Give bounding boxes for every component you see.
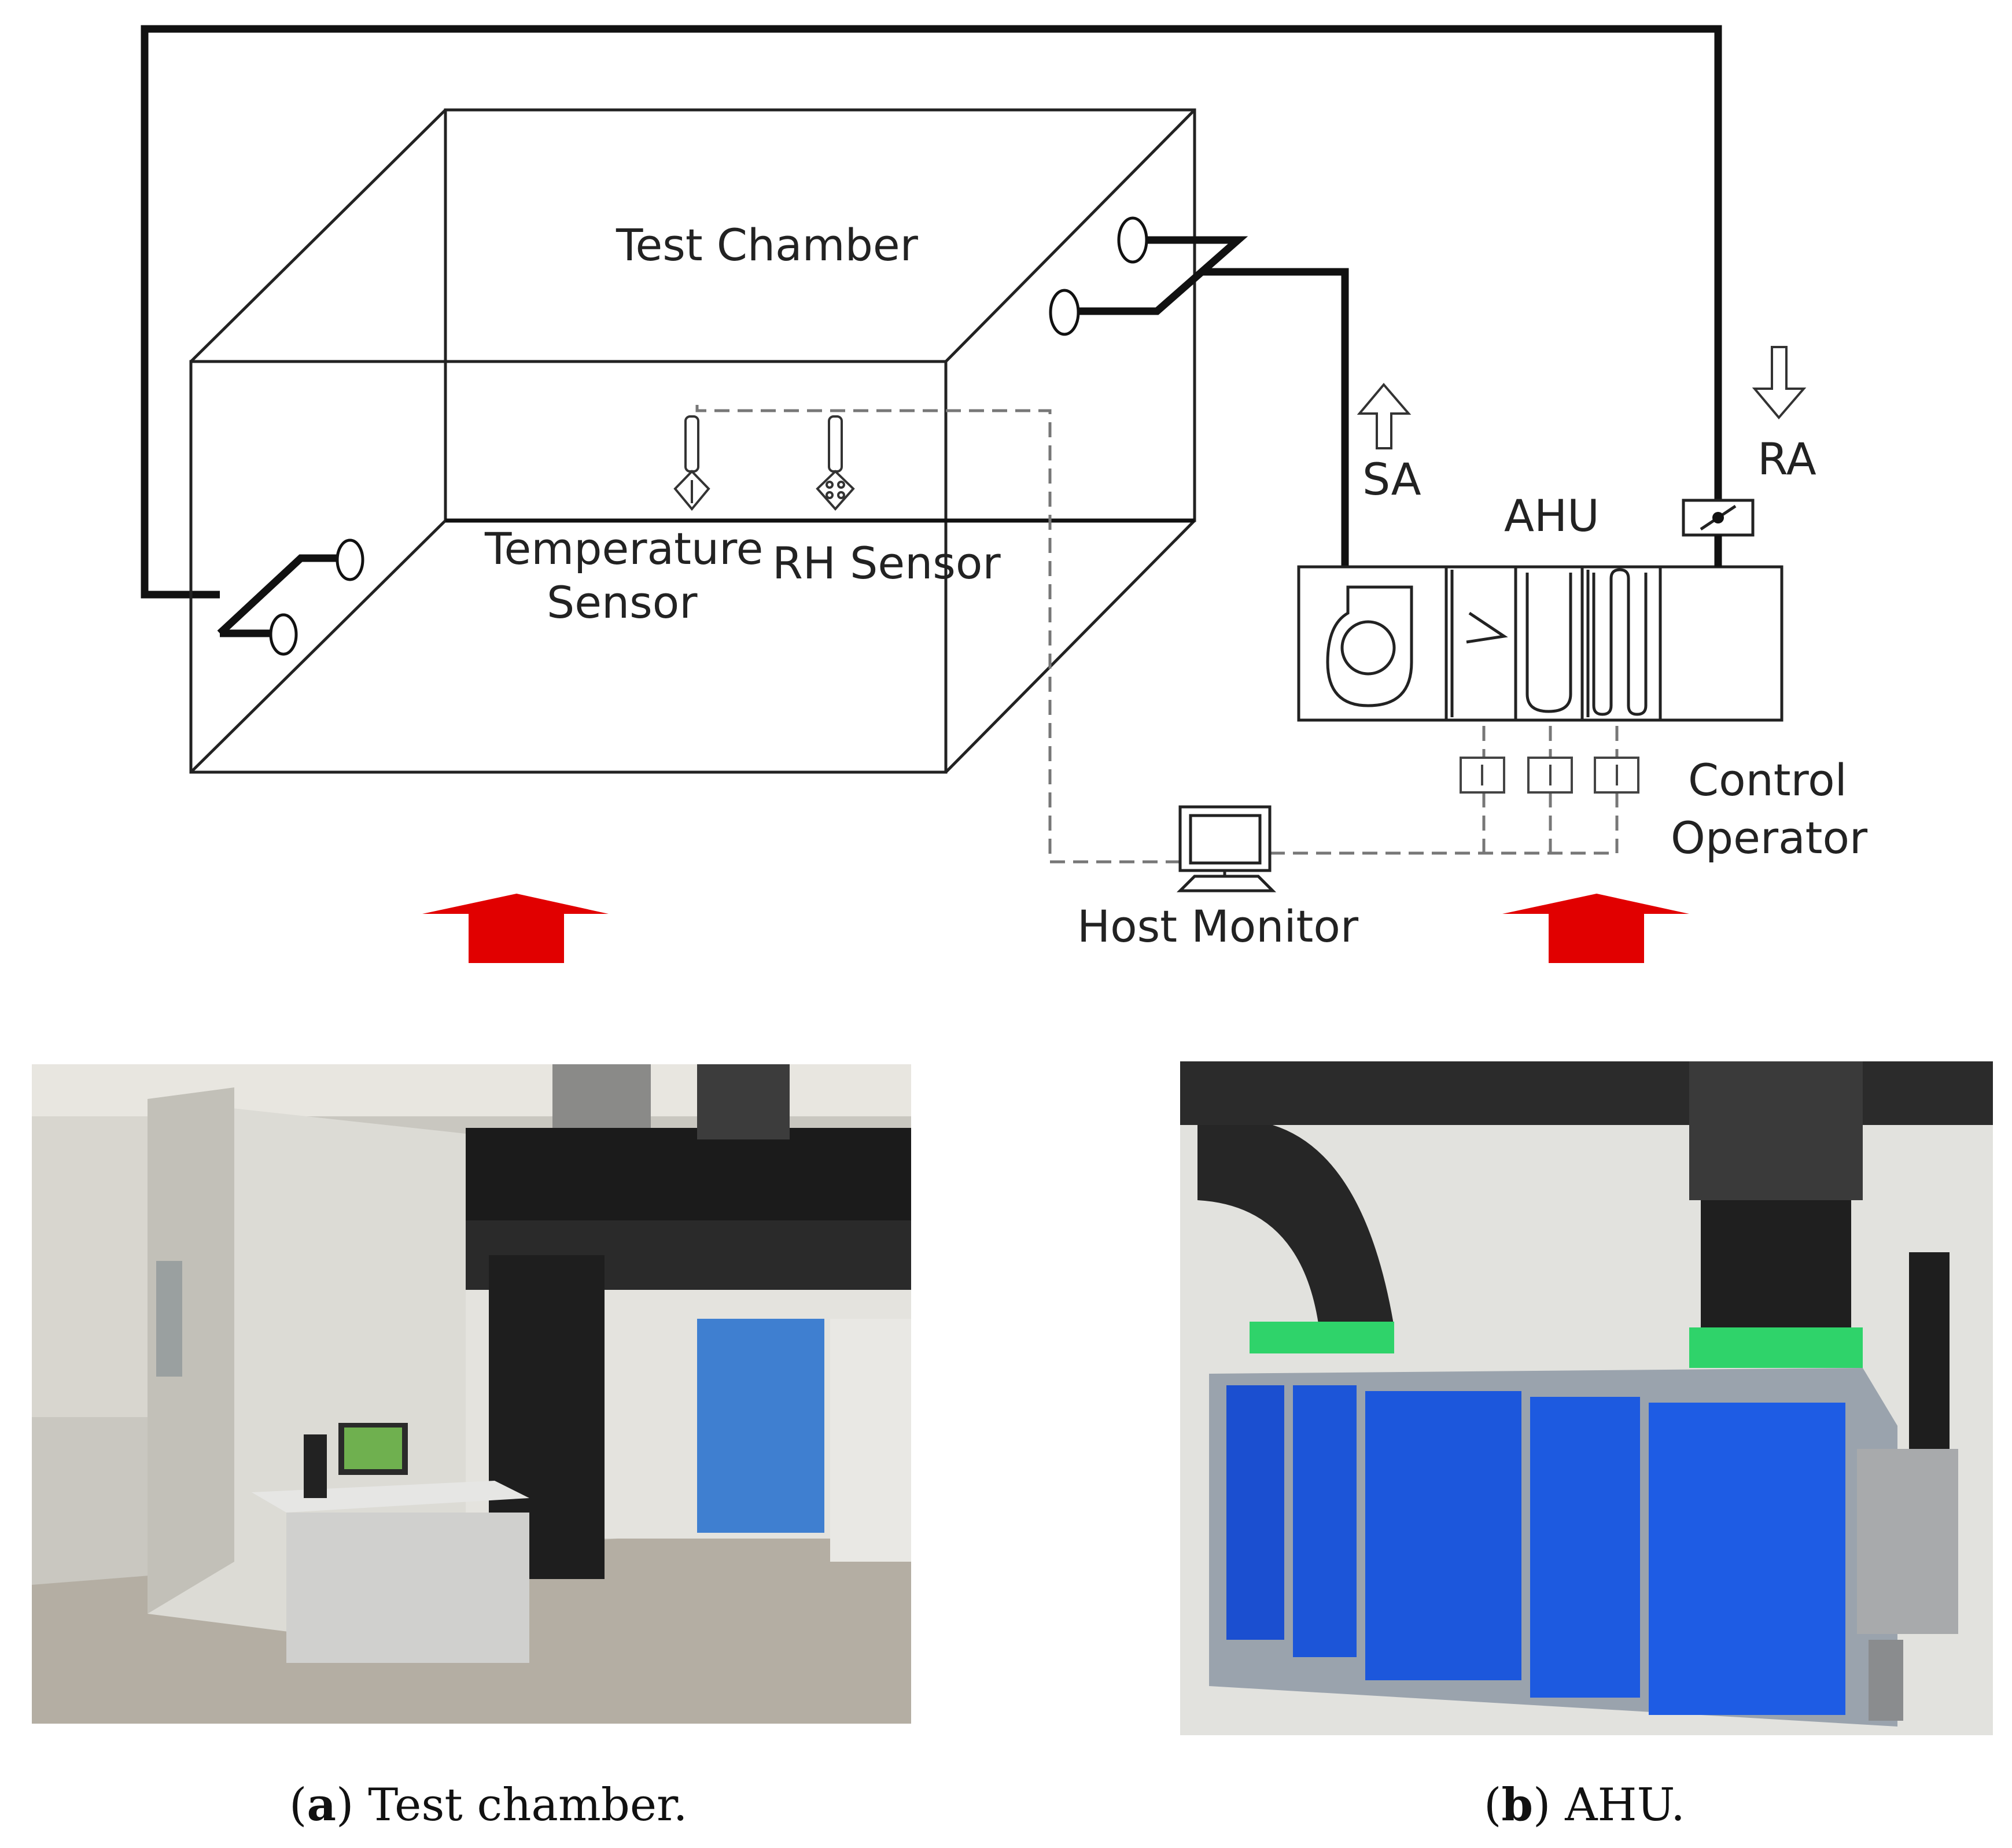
test-chamber-label: Test Chamber — [616, 219, 919, 271]
control-operator-label-1: Control — [1688, 754, 1847, 806]
caption-b-label: b — [1501, 1779, 1533, 1831]
temperature-sensor-label-1: Temperature — [484, 523, 763, 574]
photo-test-chamber — [32, 1064, 911, 1724]
caption-a-label: a — [307, 1779, 336, 1831]
red-arrow-chamber-icon — [422, 894, 609, 963]
caption-b-text: AHU. — [1550, 1779, 1685, 1831]
host-monitor-icon — [1176, 805, 1277, 892]
supply-air-arrow-icon — [1357, 382, 1412, 449]
heating-coil-icon — [1592, 568, 1648, 716]
rh-sensor-icon — [816, 415, 855, 511]
red-arrow-ahu-icon — [1502, 894, 1689, 963]
temperature-sensor-label-2: Sensor — [547, 577, 698, 628]
left-inlet-pipe — [217, 554, 341, 636]
fan-icon — [1326, 585, 1413, 707]
test-system-diagram: Test Chamber Temperature Sensor RH Senso… — [141, 25, 1868, 963]
ahu-label: AHU — [1504, 490, 1600, 541]
left-port-upper — [336, 538, 364, 581]
supply-air-duct-to-ahu — [1200, 268, 1349, 570]
host-monitor-label: Host Monitor — [1077, 901, 1359, 952]
caption-b: (b) AHU. — [1484, 1779, 1685, 1831]
cooling-coil-icon — [1525, 573, 1572, 713]
photo-ahu — [1180, 1061, 1993, 1735]
filter-icon — [1466, 611, 1508, 644]
supply-air-duct-line — [1077, 236, 1248, 315]
left-port-lower — [269, 613, 298, 656]
right-port-upper — [1117, 216, 1148, 264]
caption-a: (a) Test chamber. — [289, 1779, 688, 1831]
control-wiring — [695, 405, 1619, 864]
return-air-duct-line — [141, 25, 1722, 599]
sa-label: SA — [1362, 453, 1421, 505]
damper-icon — [1682, 499, 1755, 537]
ahu-unit — [1297, 565, 1783, 722]
caption-a-text: Test chamber. — [353, 1779, 688, 1831]
return-air-arrow-icon — [1752, 346, 1807, 420]
rh-sensor-label: RH Sensor — [772, 537, 1001, 589]
right-port-lower — [1049, 289, 1080, 336]
controller-boxes — [1460, 757, 1639, 794]
ra-label: RA — [1757, 433, 1816, 485]
control-operator-label-2: Operator — [1671, 812, 1868, 864]
temperature-sensor-icon — [673, 415, 710, 511]
